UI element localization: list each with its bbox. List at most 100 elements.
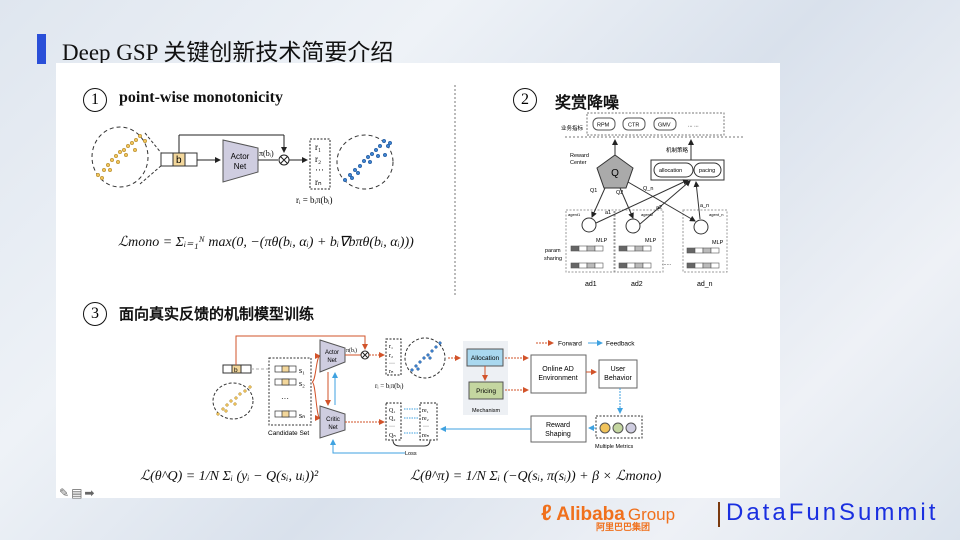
section3-diagram-re2-label: re₂ bbox=[422, 416, 429, 422]
section2-diagram-mech_label-label: 机制策略 bbox=[666, 146, 689, 154]
section2-diagram-param1-label: param bbox=[545, 248, 561, 254]
pencil-icon[interactable]: ✎ bbox=[59, 486, 72, 500]
section2-diagram-agent1-label: agent1 bbox=[568, 212, 581, 217]
section2-diagram-mlp-label: MLP bbox=[645, 238, 657, 244]
slide-toolbar[interactable]: ✎▤➡ bbox=[59, 486, 96, 500]
section1-diagram-r2-label: r₂ bbox=[315, 154, 321, 164]
section-2-diagram: 业务指标 RPM CTR GMV ... ... Reward Center Q… bbox=[544, 112, 745, 288]
section2-diagram-reward_center_2-label: Center bbox=[570, 160, 587, 166]
actor-loss-formula: ℒ(θ^π) = 1/N Σᵢ (−Q(sᵢ, π(sᵢ)) + β × ℒmo… bbox=[410, 469, 662, 484]
reward-equation: rᵢ = bᵢπ(bᵢ) bbox=[296, 195, 333, 205]
section3-diagram-ren-label: reₙ bbox=[422, 433, 430, 439]
section2-diagram-ads-2-label: ad_n bbox=[697, 281, 713, 288]
actor-net-3 bbox=[319, 339, 346, 373]
alibaba-swoosh-icon: ℓ bbox=[541, 500, 552, 525]
section3-diagram-r1-label: r₁ bbox=[389, 344, 393, 350]
section2-diagram-q1-label: Q1 bbox=[590, 188, 597, 194]
pricing-box bbox=[468, 381, 504, 400]
section3-diagram-qn-label: Qₙ bbox=[389, 433, 396, 439]
section3-diagram-dots-label: ··· bbox=[389, 424, 395, 430]
reward-list bbox=[309, 138, 331, 190]
section3-diagram-rn-label: rₙ bbox=[389, 369, 394, 375]
section2-diagram-biz_label-label: 业务指标 bbox=[561, 124, 584, 132]
section3-diagram-pricing-label: Pricing bbox=[476, 388, 496, 395]
section3-diagram-ri_eq-label: rᵢ = bᵢπ(bᵢ) bbox=[375, 382, 404, 390]
section3-diagram-r2-label: r₂ bbox=[389, 353, 393, 359]
section-1-number: 1 bbox=[83, 88, 107, 112]
mono-loss-formula: ℒmono = Σᵢ₌₁ᴺ max(0, −(πθ(bᵢ, αᵢ) + bᵢ∇b… bbox=[118, 235, 414, 250]
section1-diagram-actor_line1-label: Actor bbox=[231, 152, 250, 161]
section-1-title: point-wise monotonicity bbox=[119, 89, 283, 106]
section1-diagram-actor_line2-label: Net bbox=[234, 162, 247, 171]
section2-diagram-qn-label: Q_n bbox=[643, 186, 653, 192]
section3-diagram-q1-label: Q₁ bbox=[389, 408, 395, 414]
section-3-title: 面向真实反馈的机制模型训练 bbox=[119, 306, 315, 323]
actor-net bbox=[222, 139, 259, 183]
section3-diagram-allocation-label: Allocation bbox=[471, 355, 500, 362]
section3-diagram-actor_line1-label: Actor bbox=[325, 350, 339, 356]
section3-diagram-s1-label: s₁ bbox=[299, 366, 305, 375]
section2-diagram-metrics-0-label: RPM bbox=[597, 123, 610, 129]
section3-diagram-reward_1-label: Reward bbox=[546, 422, 570, 429]
section1-diagram-r1-label: r₁ bbox=[315, 142, 321, 152]
section3-diagram-legend_forward-label: Forward bbox=[558, 341, 582, 348]
input-scatter-circle bbox=[91, 126, 149, 188]
section2-diagram-q2-label: Q2 bbox=[616, 190, 623, 196]
section2-diagram-agentn-label: agent_n bbox=[709, 212, 723, 217]
arrow-right-icon[interactable]: ➡ bbox=[84, 486, 97, 500]
section2-diagram-mlp-label: MLP bbox=[712, 240, 724, 246]
section3-diagram-online_ad_2-label: Environment bbox=[538, 375, 577, 382]
section3-diagram-dots-label: ··· bbox=[389, 361, 395, 367]
section2-diagram-a1-label: a1 bbox=[605, 210, 611, 216]
section3-diagram-s2-label: s₂ bbox=[299, 379, 305, 388]
section3-diagram-b-label: b bbox=[234, 367, 238, 374]
section2-diagram-reward_center_1-label: Reward bbox=[570, 153, 589, 159]
section-3-diagram: Forward Feedback b s₁ s₂ ··· sₙ Candidat… bbox=[212, 335, 643, 457]
pi-label: π(bᵢ) bbox=[259, 149, 274, 158]
section-2-title: 奖赏降噪 bbox=[555, 95, 620, 112]
candidate-set-label: Candidate Set bbox=[268, 430, 309, 437]
section2-diagram-pacing-label: pacing bbox=[699, 168, 715, 174]
section-1-diagram: b Actor Net π(bᵢ) r₁ r₂ ··· rₙ rᵢ = bᵢπ(… bbox=[91, 126, 394, 205]
section2-diagram-a2-label: a2 bbox=[656, 205, 662, 211]
section-3-number: 3 bbox=[83, 302, 107, 326]
section1-diagram-rn-label: rₙ bbox=[315, 177, 322, 187]
section3-diagram-mechanism-label: Mechanism bbox=[472, 408, 501, 414]
section3-diagram-user_1-label: User bbox=[611, 366, 626, 373]
output-scatter-circle bbox=[336, 134, 394, 190]
title-accent-bar bbox=[37, 34, 46, 64]
section3-diagram-re1-label: re₁ bbox=[422, 408, 429, 414]
section3-diagram-dots-label: ··· bbox=[281, 394, 289, 403]
section2-diagram-ads-1-label: ad2 bbox=[631, 281, 643, 288]
section2-diagram-metrics-2-label: GMV bbox=[658, 123, 671, 129]
section2-diagram-allocation-label: allocation bbox=[659, 168, 682, 174]
section2-diagram-q-label: Q bbox=[611, 168, 619, 179]
output-scatter-points bbox=[342, 138, 393, 183]
section3-diagram-dots-label: ··· bbox=[423, 424, 429, 430]
online-ad-environment-box bbox=[530, 354, 587, 394]
section3-diagram-critic_line2-label: Net bbox=[328, 425, 338, 431]
section3-diagram-sn-label: sₙ bbox=[299, 411, 305, 420]
section3-diagram-actor_line2-label: Net bbox=[327, 358, 337, 364]
section3-diagram-pi-label: π(bᵢ) bbox=[346, 347, 357, 354]
critic-net bbox=[319, 405, 346, 439]
q-pentagon bbox=[596, 154, 634, 189]
section2-diagram-mlp-label: MLP bbox=[596, 238, 608, 244]
section-2-number: 2 bbox=[513, 88, 537, 112]
section3-diagram-loss-label: Loss bbox=[405, 451, 417, 457]
note-icon[interactable]: ▤ bbox=[71, 486, 85, 500]
logo-separator bbox=[718, 502, 720, 527]
reward-shaping-box bbox=[530, 415, 587, 443]
section3-diagram-multiple_metrics-label: Multiple Metrics bbox=[595, 444, 633, 450]
section3-diagram-reward_2-label: Shaping bbox=[545, 431, 571, 438]
section3-diagram-online_ad_1-label: Online AD bbox=[542, 366, 574, 373]
section2-diagram-metrics-3-label: ... ... bbox=[688, 123, 699, 129]
section3-diagram-legend_feedback-label: Feedback bbox=[606, 341, 635, 348]
section3-diagram-q2-label: Q₂ bbox=[389, 416, 395, 422]
section2-diagram-an-label: a_n bbox=[700, 203, 709, 209]
section3-diagram-critic_line1-label: Critic bbox=[326, 417, 340, 423]
user-behavior-box bbox=[598, 359, 638, 389]
bid-cell-label: b bbox=[176, 155, 182, 166]
section2-diagram-agent2-label: agent2 bbox=[641, 212, 654, 217]
